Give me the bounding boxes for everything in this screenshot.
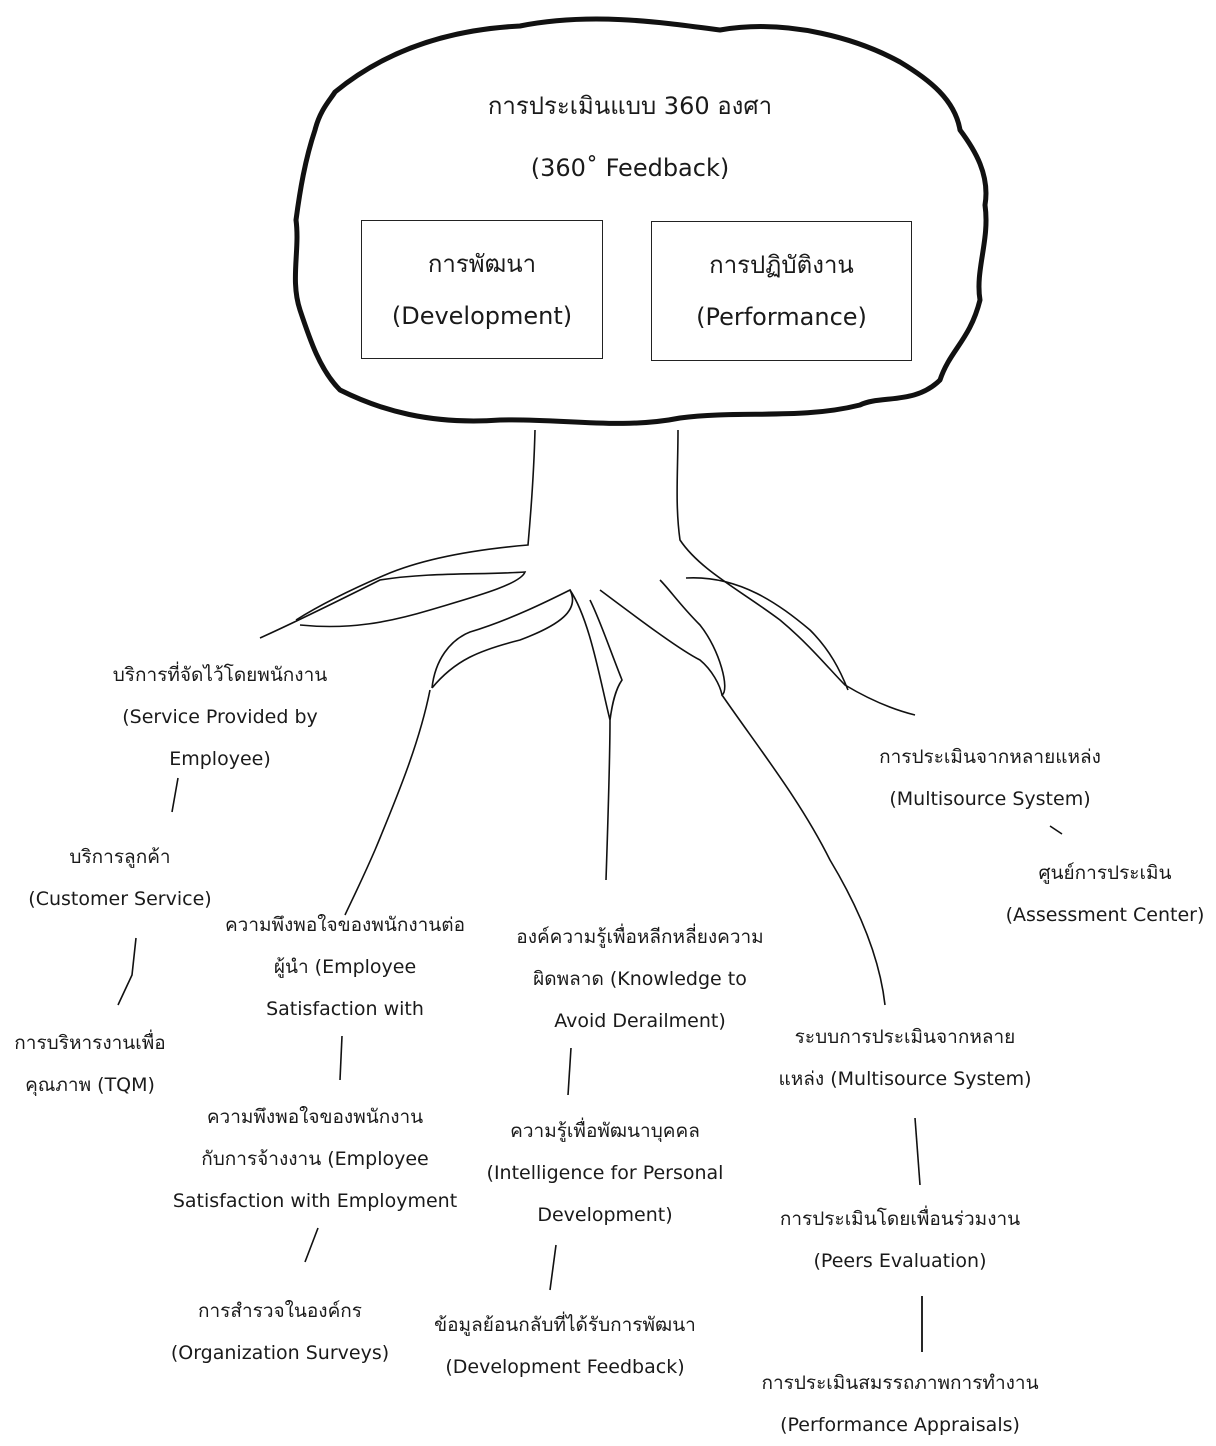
label-assessment-center: ศูนย์การประเมิน (Assessment Center) xyxy=(1005,862,1205,926)
label-leader-satisfaction: ความพึงพอใจของพนักงานต่อ ผู้นำ (Employee… xyxy=(224,914,466,1020)
trunk-left xyxy=(295,429,536,621)
label-service-provided: บริการที่จัดไว้โดยพนักงาน (Service Provi… xyxy=(112,664,328,770)
label-employment-satisfaction: ความพึงพอใจของพนักงาน กับการจ้างงาน (Emp… xyxy=(172,1106,458,1212)
label-multisource-top: การประเมินจากหลายแหล่ง (Multisource Syst… xyxy=(879,746,1101,810)
connector-leader-employment xyxy=(339,1035,343,1081)
performance-en: (Performance) xyxy=(696,303,867,331)
root-far-right xyxy=(685,577,886,1006)
crown-title-en: (360˚ Feedback) xyxy=(530,154,730,182)
development-en: (Development) xyxy=(391,301,573,330)
connector-personal-feedback xyxy=(549,1244,557,1291)
performance-box: การปฏิบัติงาน (Performance) xyxy=(651,221,912,361)
trunk-right xyxy=(676,429,916,716)
root-right xyxy=(599,579,726,697)
root-center xyxy=(569,589,623,881)
root-left xyxy=(344,588,574,916)
performance-th: การปฏิบัติงาน xyxy=(709,251,854,279)
label-peers-evaluation: การประเมินโดยเพื่อนร่วมงาน (Peers Evalua… xyxy=(779,1208,1021,1272)
label-personal-development: ความรู้เพื่อพัฒนาบุคคล (Intelligence for… xyxy=(486,1120,724,1226)
label-multisource-mid: ระบบการประเมินจากหลาย แหล่ง (Multisource… xyxy=(778,1026,1032,1090)
crown-outline xyxy=(292,16,989,426)
label-org-surveys: การสำรวจในองค์กร (Organization Surveys) xyxy=(170,1300,390,1364)
connector-multi-peers xyxy=(914,1117,921,1186)
connector-customer-tqm xyxy=(117,937,137,1006)
label-tqm: การบริหารงานเพื่อ คุณภาพ (TQM) xyxy=(14,1032,166,1096)
root-far-left xyxy=(259,571,527,639)
label-avoid-derailment: องค์ความรู้เพื่อหลีกหลี่ยงความ ผิดพลาด (… xyxy=(516,926,764,1032)
development-th: การพัฒนา xyxy=(427,249,537,278)
connector-multi-assessment xyxy=(1049,825,1063,835)
label-performance-appraisals: การประเมินสมรรถภาพการทำงาน (Performance … xyxy=(761,1372,1039,1436)
connector-derailment-personal xyxy=(567,1047,572,1096)
label-customer-service: บริการลูกค้า (Customer Service) xyxy=(28,846,212,910)
development-box: การพัฒนา (Development) xyxy=(361,220,603,359)
connector-service-customer xyxy=(171,777,179,813)
connector-employment-surveys xyxy=(304,1227,319,1263)
label-development-feedback: ข้อมูลย้อนกลับที่ได้รับการพัฒนา (Develop… xyxy=(434,1314,696,1378)
crown-title-th: การประเมินแบบ 360 องศา xyxy=(487,92,773,120)
